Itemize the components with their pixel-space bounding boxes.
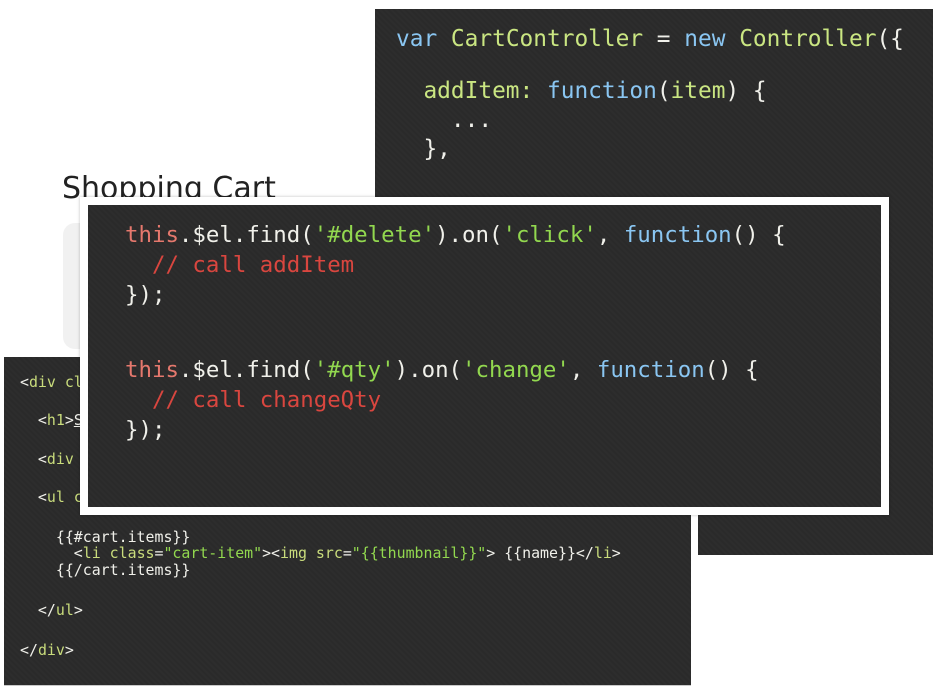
code-line: // call changeQty <box>125 385 786 415</box>
code-line: </div> <box>20 642 74 659</box>
code-token: S <box>73 411 83 429</box>
code-line <box>396 54 904 77</box>
code-line: {{/cart.items}} <box>20 562 190 579</box>
code-line: }); <box>125 415 786 445</box>
code-line: <li class="cart-item"><img src="{{thumbn… <box>20 545 621 562</box>
code-token: 'change' <box>462 356 570 383</box>
code-token: .$el.find( <box>178 222 314 248</box>
code-line: </ul> <box>20 602 83 619</box>
code-token: > <box>73 601 83 619</box>
code-token: </ <box>20 601 56 619</box>
code-token: '#qty' <box>313 356 395 383</box>
code-token: li <box>82 544 101 562</box>
event-handlers-code-block: this.$el.find('#delete').on('click', fun… <box>125 220 786 445</box>
code-token: }); <box>125 416 166 443</box>
code-token: this <box>125 356 179 383</box>
code-token: = <box>154 544 164 562</box>
code-line: }); <box>125 280 786 310</box>
code-line: this.$el.find('#delete').on('click', fun… <box>125 220 786 250</box>
code-token: .$el.find( <box>178 356 314 383</box>
code-token: >< <box>262 544 281 562</box>
code-token: = <box>643 26 685 52</box>
code-token: , <box>569 356 597 383</box>
code-line: this.$el.find('#qty').on('change', funct… <box>125 355 786 385</box>
code-token: // call changeQty <box>125 386 382 413</box>
code-token: '#delete' <box>313 222 436 248</box>
code-token: ) { <box>725 77 767 104</box>
code-token: var <box>396 26 438 52</box>
code-token: item <box>670 77 726 104</box>
code-token: src <box>315 544 343 562</box>
code-line <box>125 310 786 332</box>
code-line <box>125 332 786 354</box>
code-token <box>437 26 451 52</box>
code-line: <ul c <box>20 489 83 506</box>
code-token: new <box>684 26 726 52</box>
code-token <box>396 78 423 104</box>
code-token: function <box>623 222 732 248</box>
code-token: < <box>20 544 83 562</box>
code-token: , <box>596 222 624 248</box>
code-token <box>307 544 316 562</box>
code-token: }, <box>396 135 451 162</box>
code-line: // call addItem <box>125 250 786 280</box>
code-token: "cart-item" <box>163 544 263 562</box>
code-token: () { <box>704 356 759 383</box>
code-token: h1 <box>46 411 65 429</box>
code-token: < <box>20 488 47 506</box>
template-code-block: <div cl <h1>S <div <ul c {{#cart.items}}… <box>20 357 700 687</box>
code-line: addItem: function(item) { <box>396 77 904 106</box>
code-line: ... <box>396 106 904 135</box>
code-token: "{{thumbnail}}" <box>351 544 487 562</box>
code-token: class <box>109 544 155 562</box>
code-token: ul <box>55 601 74 619</box>
code-token: this <box>125 222 179 248</box>
code-token: {{#cart.items}} <box>20 528 191 546</box>
code-token: </ <box>20 641 38 659</box>
code-token: function <box>547 77 657 104</box>
code-token: {{/cart.items}} <box>20 561 191 579</box>
code-line: }, <box>396 135 904 164</box>
event-handlers-code-panel: this.$el.find('#delete').on('click', fun… <box>80 197 889 515</box>
code-token: }); <box>125 282 166 308</box>
code-token: < <box>20 411 47 429</box>
code-token: // call addItem <box>125 252 355 278</box>
code-token <box>533 78 547 104</box>
code-token: () { <box>731 222 786 248</box>
code-token: div cl <box>28 373 83 391</box>
code-token: ... <box>396 106 493 133</box>
code-token: ( <box>656 77 671 104</box>
code-token: CartController <box>450 26 644 52</box>
code-token: < <box>20 450 47 468</box>
code-token: ).on( <box>394 356 463 383</box>
code-token: > <box>64 641 74 659</box>
code-line: <div <box>20 451 74 468</box>
code-line: var CartController = new Controller({ <box>396 25 904 54</box>
code-token: 'click' <box>502 222 597 248</box>
code-token: li <box>593 544 612 562</box>
code-token <box>725 26 739 52</box>
code-token: function <box>596 356 705 383</box>
code-token: ul c <box>46 488 83 506</box>
code-token: ({ <box>876 26 904 52</box>
code-token <box>101 544 110 562</box>
code-line: <h1>S <box>20 412 83 429</box>
code-token: img <box>280 544 307 562</box>
code-token: > <box>611 544 621 562</box>
code-token: div <box>46 450 74 468</box>
code-line: {{#cart.items}} <box>20 529 190 546</box>
code-token: div <box>37 641 65 659</box>
code-token: < <box>20 373 29 391</box>
code-token: addItem: <box>423 77 534 104</box>
code-token: = <box>342 544 352 562</box>
code-token: > <box>64 411 74 429</box>
controller-code-block: var CartController = new Controller({ ad… <box>396 25 904 164</box>
code-token: Controller <box>739 26 877 52</box>
code-token: > {{name}}</ <box>486 544 594 562</box>
code-token: ).on( <box>435 222 503 248</box>
code-line: <div cl <box>20 374 83 391</box>
